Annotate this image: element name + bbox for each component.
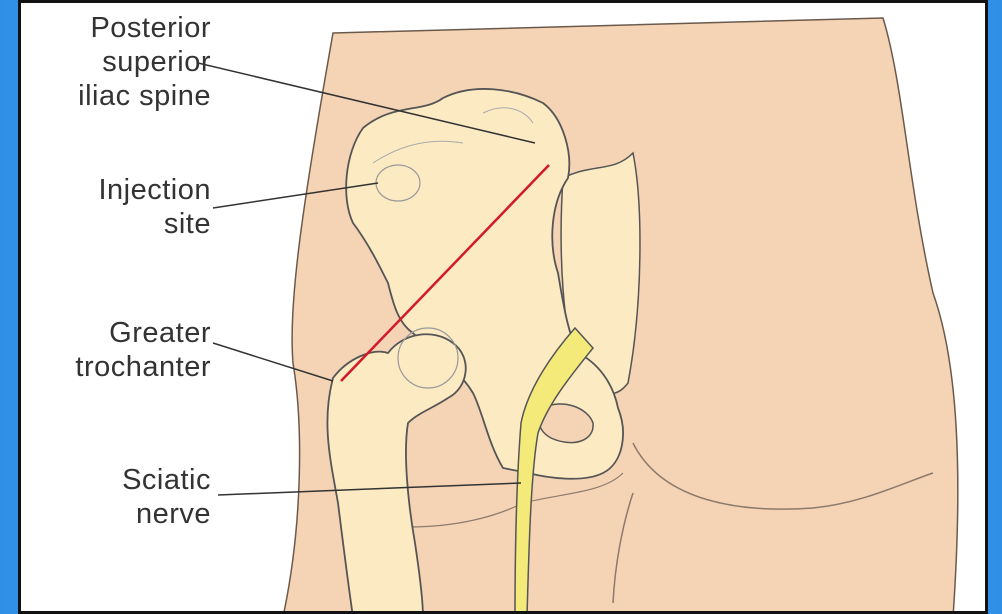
label-psis-line-2: superior: [78, 45, 211, 79]
diagram-frame: Posterior superior iliac spine Injection…: [18, 0, 988, 614]
label-psis-line-3: iliac spine: [78, 79, 211, 113]
label-psis-line-1: Posterior: [78, 11, 211, 45]
label-sciatic-nerve: Sciatic nerve: [122, 463, 211, 531]
label-injection-line-1: Injection: [98, 173, 211, 207]
label-trochanter-line-1: Greater: [75, 316, 211, 350]
label-trochanter-line-2: trochanter: [75, 350, 211, 384]
label-sciatic-line-2: nerve: [122, 497, 211, 531]
label-sciatic-line-1: Sciatic: [122, 463, 211, 497]
label-injection-line-2: site: [98, 207, 211, 241]
label-posterior-superior-iliac-spine: Posterior superior iliac spine: [78, 11, 211, 113]
label-greater-trochanter: Greater trochanter: [75, 316, 211, 384]
label-injection-site: Injection site: [98, 173, 211, 241]
